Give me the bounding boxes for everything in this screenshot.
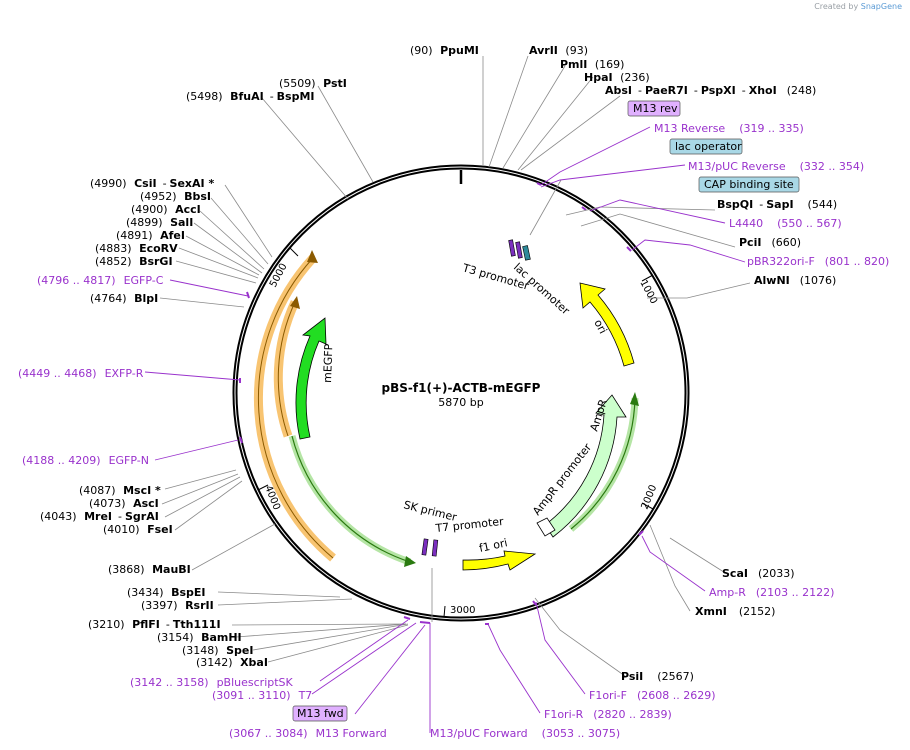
rsrii-site-label: (3397) RsrII [141, 599, 214, 612]
tick-marks [257, 247, 654, 618]
bsrgi-site-label: (4852) BsrGI [95, 255, 173, 268]
bspei-site-label: (3434) BspEI [127, 586, 206, 599]
lac-promoter-marker [508, 239, 531, 261]
plasmid-length: 5870 bp [438, 396, 483, 409]
pflfi-site-label: (3210) PflFI-Tth111I [88, 618, 221, 631]
spei-site-label: (3148) SpeI [182, 644, 253, 657]
pmli-site-label: PmlI (169) [560, 58, 624, 71]
bamhi-site-label: (3154) BamHI [157, 631, 242, 644]
ecorv-site-label: (4883) EcoRV [95, 242, 178, 255]
psti-site-label: (5509) PstI [279, 77, 347, 90]
egfp-n-label: (4188 .. 4209)EGFP-N [22, 454, 149, 467]
m13puc-reverse-label: M13/pUC Reverse(332 .. 354) [688, 160, 864, 173]
m13-rev-box [627, 100, 681, 117]
cap-binding-site-box-label: CAP binding site [704, 178, 794, 191]
msci-site-label: (4087) MscI * [79, 484, 161, 497]
asci-site-label: (4073) AscI [89, 497, 159, 510]
ppumi-site-label: (90) PpuMI [410, 44, 479, 57]
psii-site-label: PsiI(2567) [621, 670, 694, 683]
f1-ori-label: f1 ori [478, 536, 509, 555]
m13puc-forward-label: M13/pUC Forward(3053 .. 3075) [430, 727, 620, 740]
pbr322ori-f-label: pBR322ori-F(801 .. 820) [747, 255, 889, 268]
exfp-r-label: (4449 .. 4468)EXFP-R [18, 367, 144, 380]
t7-primer-label: (3091 .. 3110)T7 [212, 689, 312, 702]
pbluescriptsk-label: (3142 .. 3158)pBluescriptSK [130, 676, 294, 689]
credit-prefix: Created by [814, 2, 859, 11]
megfp-arrow [295, 317, 327, 440]
primer-leader-lines [144, 126, 746, 733]
xmni-site-label: XmnI(2152) [695, 605, 775, 618]
amp-r-primer-label: Amp-R(2103 .. 2122) [709, 586, 834, 599]
tick-3000: 3000 [450, 605, 475, 616]
ampr-promoter-box [536, 517, 556, 537]
hpai-site-label: HpaI (236) [584, 71, 650, 84]
primer-ticks [239, 182, 644, 625]
afei-site-label: (4891) AfeI [116, 229, 185, 242]
sapi-site-label: BspQI-SapI(544) [717, 198, 837, 211]
ori-arrow [579, 282, 635, 367]
site-leader-lines [159, 55, 751, 677]
ampr-arrow [544, 394, 627, 538]
snapgene-credit: Created by SnapGene [814, 2, 902, 11]
m13-rev-box-label: M13 rev [633, 102, 678, 115]
ori-label: ori [591, 317, 609, 336]
orange-feature-arcs [253, 250, 336, 562]
bspmi-site-label: (5498) BfuAI-BspMI [186, 90, 315, 103]
scai-site-label: ScaI(2033) [722, 567, 795, 580]
f1ori-f-label: F1ori-F(2608 .. 2629) [589, 689, 716, 702]
lac-operator-box [669, 138, 743, 155]
sali-site-label: (4899) SalI [126, 216, 193, 229]
egfp-c-label: (4796 .. 4817)EGFP-C [37, 274, 164, 287]
maubi-site-label: (3868) MauBI [108, 563, 191, 576]
m13-fwd-box-label: M13 fwd [297, 707, 344, 720]
sgrai-site-label: (4043) MreI-SgrAI [40, 510, 159, 523]
m13-forward-label: (3067 .. 3084)M13 Forward [229, 727, 387, 740]
m13-reverse-label: M13 Reverse(319 .. 335) [654, 122, 804, 135]
backbone-inner-line [234, 166, 688, 620]
fsei-site-label: (4010) FseI [103, 523, 173, 536]
plasmid-name: pBS-f1(+)-ACTB-mEGFP [382, 381, 541, 395]
f1-ori-arrow [462, 550, 537, 571]
bbsi-site-label: (4952) BbsI [140, 190, 211, 203]
t7-promoter-marker [421, 538, 439, 557]
l4440-label: L4440(550 .. 567) [729, 217, 842, 230]
pcii-site-label: PciI(660) [739, 236, 801, 249]
blpi-site-label: (4764) BlpI [90, 292, 158, 305]
credit-brand: SnapGene [860, 2, 902, 11]
avrii-site-label: AvrII (93) [529, 44, 588, 57]
acci-site-label: (4900) AccI [131, 203, 201, 216]
f1ori-r-label: F1ori-R(2820 .. 2839) [544, 708, 672, 721]
m13-fwd-box [292, 705, 348, 722]
lower-green-arc [288, 435, 412, 566]
xbai-site-label: (3142) XbaI [196, 656, 268, 669]
sexai-site-label: (4990) CsiI-SexAI * [90, 177, 214, 190]
megfp-label: mEGFP [321, 343, 335, 383]
cap-binding-site-box [698, 176, 800, 193]
xhoi-site-label: AbsI-PaeR7I-PspXI-XhoI(248) [605, 84, 816, 97]
alwni-site-label: AlwNI(1076) [754, 274, 836, 287]
lac-operator-box-label: lac operator [675, 140, 742, 153]
